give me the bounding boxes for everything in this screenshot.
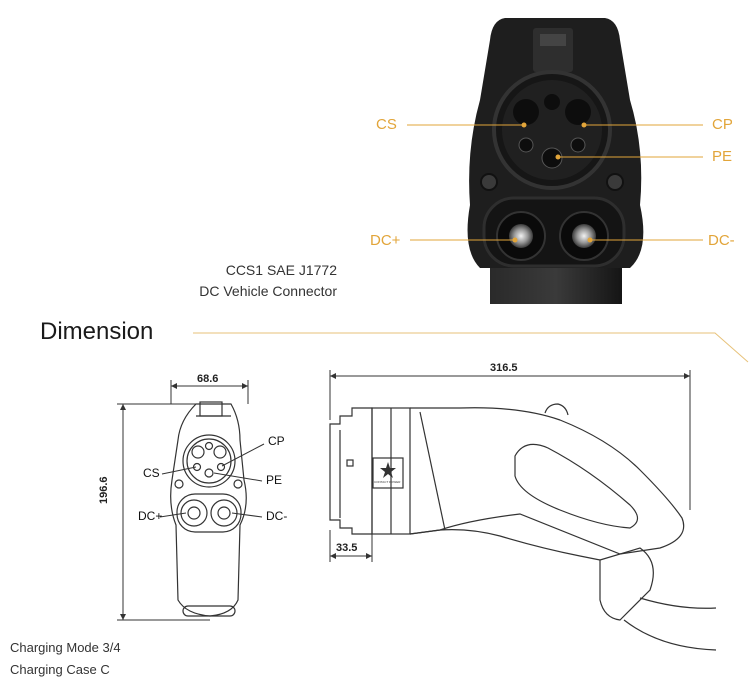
- footer-charging-mode: Charging Mode 3/4: [10, 640, 121, 655]
- dimension-rule: [193, 332, 749, 363]
- hero-caption-model: CCS1 SAE J1772: [225, 262, 337, 278]
- hero-pin-l1: [513, 99, 539, 125]
- front-width-dim: 68.6: [197, 373, 219, 385]
- hero-bolt-right: [606, 173, 624, 191]
- hero-dc-minus-pin: [572, 224, 596, 248]
- hero-pin-cp: [570, 137, 586, 153]
- side-logo-star: [380, 462, 396, 478]
- hero-label-dc-plus: DC+: [370, 232, 401, 249]
- front-view-drawing: [170, 401, 247, 617]
- front-height-dim: 196.6: [98, 476, 110, 504]
- front-label-dc-plus: DC+: [138, 509, 163, 523]
- hero-pin-cs: [518, 137, 534, 153]
- hero-pin-top: [544, 94, 560, 110]
- hero-pin-pe: [541, 147, 563, 169]
- hero-bolt-left: [480, 173, 498, 191]
- side-view-drawing: [329, 403, 717, 651]
- hero-handle: [490, 262, 622, 304]
- section-title: Dimension: [40, 318, 154, 345]
- front-label-dc-minus: DC-: [266, 509, 288, 523]
- hero-pin-n: [565, 99, 591, 125]
- hero-label-cp: CP: [712, 116, 733, 133]
- side-nose-dim: 33.5: [336, 542, 358, 554]
- hero-caption-type: DC Vehicle Connector: [199, 283, 337, 299]
- hero-label-pe: PE: [712, 148, 733, 165]
- footer-charging-case: Charging Case C: [10, 662, 110, 677]
- side-length-dim: 316.5: [490, 362, 518, 374]
- hero-dc-plus-pin: [509, 224, 533, 248]
- front-label-pe: PE: [266, 473, 283, 487]
- hero-label-cs: CS: [376, 116, 397, 133]
- side-logo-text: CONTACT POWER: [374, 480, 401, 484]
- front-label-cs: CS: [143, 466, 160, 480]
- front-label-cp: CP: [268, 434, 285, 448]
- hero-label-dc-minus: DC-: [708, 232, 735, 249]
